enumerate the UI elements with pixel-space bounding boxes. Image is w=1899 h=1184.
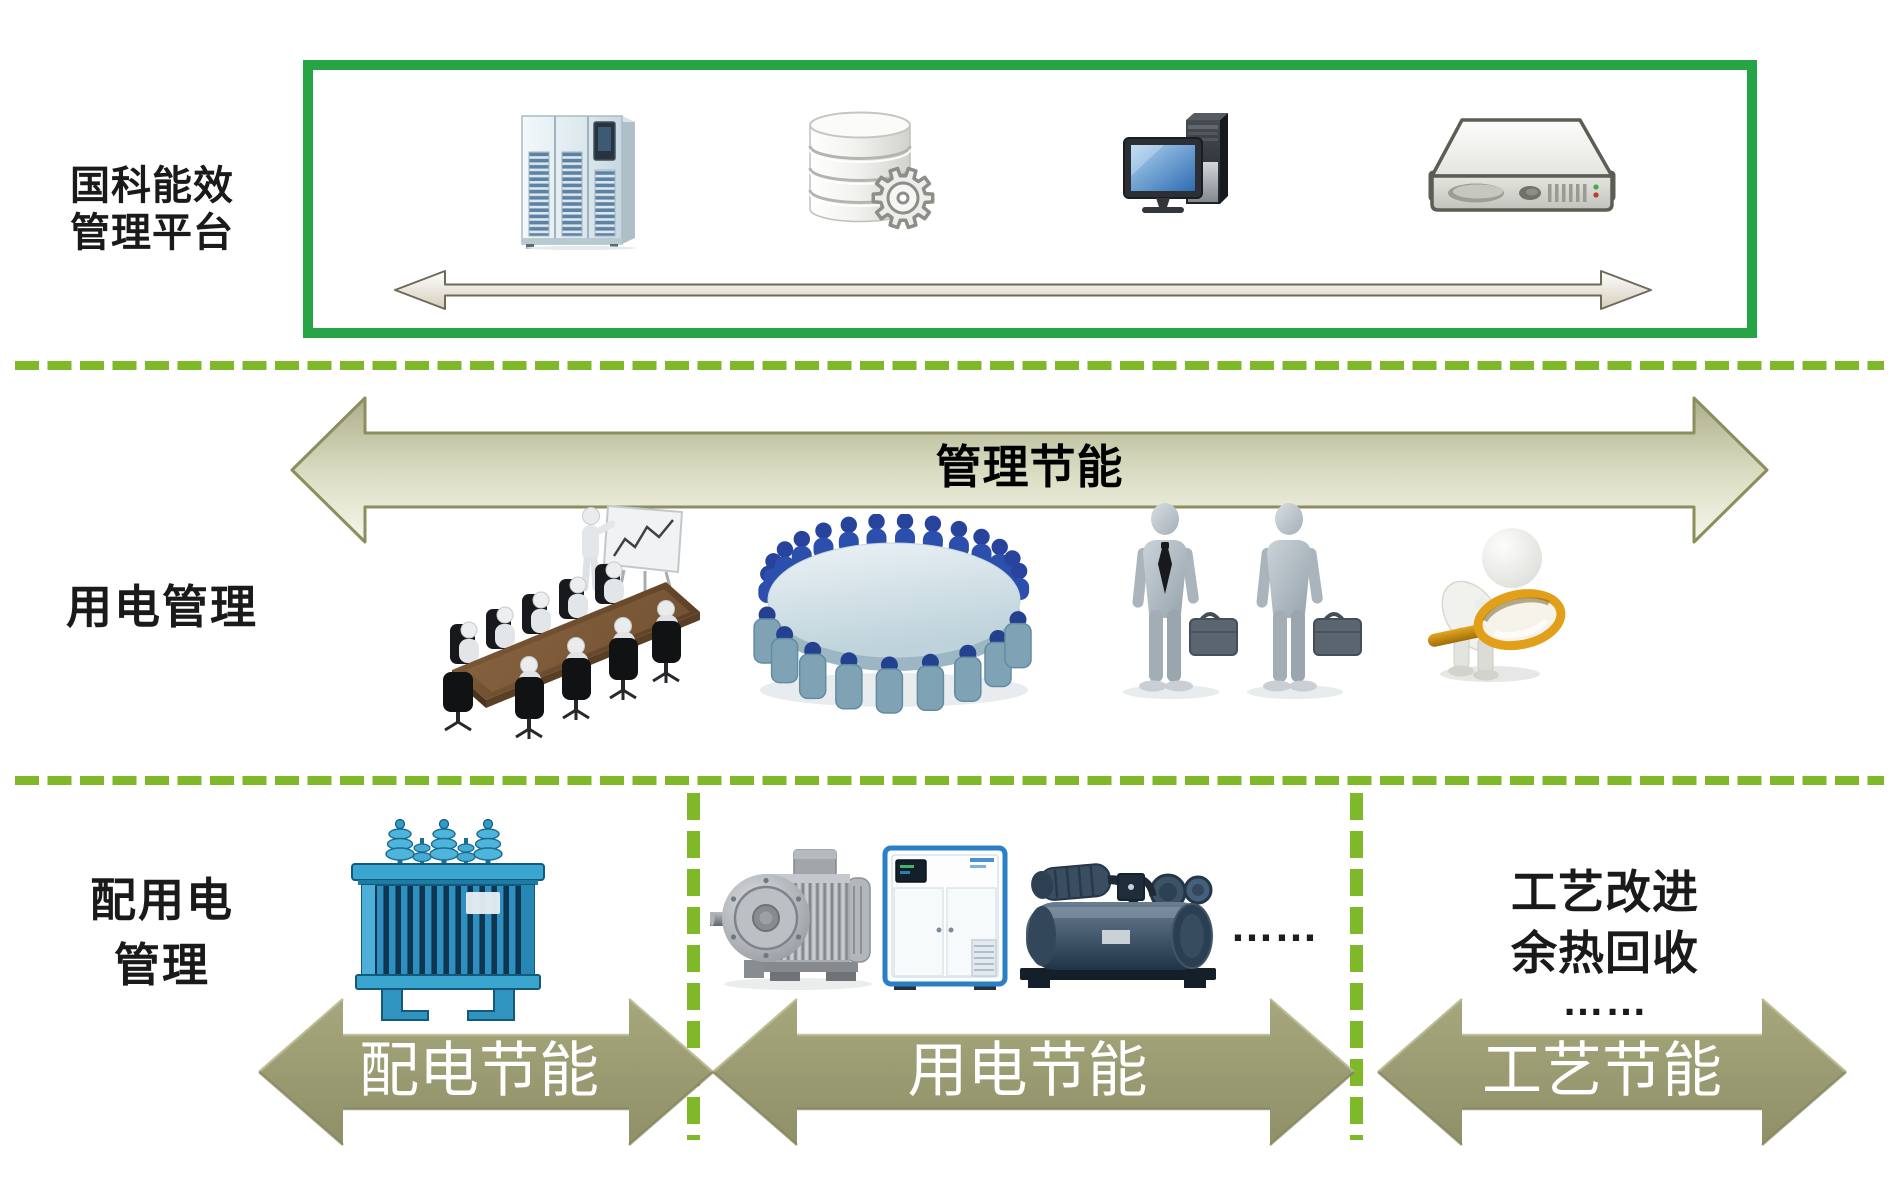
platform-box (303, 60, 1757, 338)
electric-motor-image (710, 849, 872, 990)
flipchart-icon (602, 504, 684, 574)
process-saving-arrow (1377, 998, 1847, 1146)
businessman-plain (1245, 502, 1363, 701)
businessman-with-tie (1121, 502, 1239, 701)
machines-ellipsis: …… (1230, 902, 1318, 951)
management-arrow-label: 管理节能 (935, 441, 1124, 493)
database-gear-icon (808, 111, 935, 230)
distribution-label-line1: 配用电 (90, 874, 234, 926)
air-compressor-image (882, 845, 1008, 990)
usage-saving-arrow-label: 用电节能 (907, 1037, 1148, 1104)
businessmen-image (1121, 502, 1363, 701)
magnifier-icon (1427, 589, 1566, 651)
transformer-image (351, 818, 545, 1021)
conference-meeting-image (443, 504, 700, 739)
platform-label-line1: 国科能效 (70, 164, 234, 208)
gear-icon (871, 166, 935, 230)
dashed-divider-middle (15, 776, 1884, 785)
distribution-saving-arrow (258, 998, 714, 1146)
inspector-magnifier-image (1427, 528, 1566, 682)
distribution-saving-arrow-label: 配电节能 (359, 1037, 599, 1104)
distribution-label: 配用电 管理 (50, 868, 274, 998)
chiller-image (1020, 863, 1216, 988)
round-table-meeting-image (753, 514, 1032, 714)
process-text-ellipsis: …… (1562, 977, 1648, 1024)
process-text-line2: 余热回收 (1511, 927, 1699, 979)
platform-label: 国科能效 管理平台 (40, 163, 264, 257)
rack-server-icon (1428, 118, 1616, 212)
presenter-figure (581, 507, 616, 592)
dashed-divider-vertical-2 (1350, 793, 1363, 1140)
server-cabinet-icon (521, 115, 636, 250)
desktop-computer-icon (1123, 113, 1228, 213)
platform-bus-arrow (394, 270, 1652, 310)
bushings (385, 818, 503, 868)
usage-saving-arrow (712, 998, 1355, 1146)
management-arrow (290, 396, 1769, 544)
round-table-top (767, 542, 1021, 658)
dashed-divider-top (15, 361, 1884, 370)
distribution-label-line2: 管理 (114, 939, 210, 991)
power-use-label: 用电管理 (66, 581, 258, 633)
process-saving-arrow-label: 工艺节能 (1482, 1037, 1722, 1104)
process-text-line1: 工艺改进 (1511, 866, 1699, 918)
process-improvement-text: 工艺改进 余热回收 …… (1450, 862, 1760, 1022)
platform-label-line2: 管理平台 (70, 211, 234, 255)
